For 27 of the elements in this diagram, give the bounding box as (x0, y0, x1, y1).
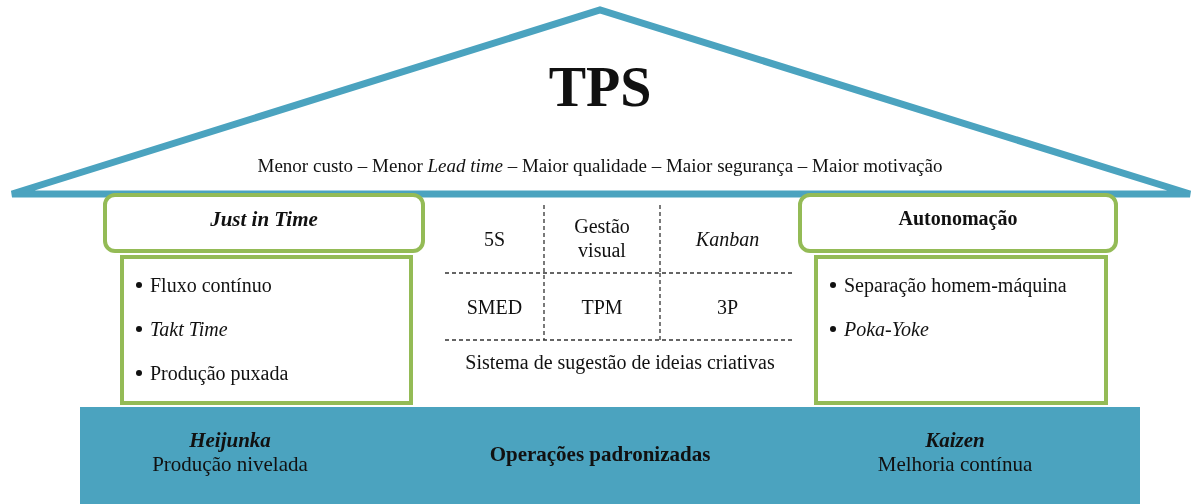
table-cell-text: SMED (465, 296, 524, 319)
pillar-base-heading: Heijunka (188, 428, 272, 453)
table-cell-text: 3P (715, 296, 740, 319)
bullet-item: Produção puxada (134, 355, 385, 391)
table-cell-text: Kanban (694, 228, 761, 251)
table-cell-text: 5S (482, 228, 507, 251)
bullet-item: Takt Time (134, 311, 385, 347)
bullet-item: Separação homem-máquina (828, 267, 1079, 303)
pillar-heading-box (798, 193, 1118, 253)
pillar-base-text: Melhoria contínua (876, 452, 1034, 477)
roof-triangle (8, 6, 1194, 198)
subtitle-text: Menor custo – Menor Lead time – Maior qualidade – Maior segurança – Maior motivação (256, 155, 944, 177)
bullet-item: Fluxo contínuo (134, 267, 385, 303)
table-cell-text: Sistema de sugestão de ideias criativas (465, 350, 775, 375)
title-text: TPS (547, 55, 653, 119)
table-cell-text: Gestão visual (573, 214, 631, 262)
pillar-heading-box (103, 193, 425, 253)
pillar-base-heading: Kaizen (924, 428, 986, 453)
pillar-base-text: Produção nivelada (151, 452, 309, 477)
foundation-band (80, 407, 1140, 504)
pillar-heading: Just in Time (209, 206, 319, 232)
bullet-item: Poka-Yoke (828, 311, 1079, 347)
pillar-list-box (814, 255, 1108, 405)
table-cell-text: TPM (580, 296, 624, 319)
foundation-text: Operações padronizadas (488, 442, 712, 467)
pillar-list-box (120, 255, 413, 405)
pillar-heading: Autonomação (897, 206, 1019, 230)
